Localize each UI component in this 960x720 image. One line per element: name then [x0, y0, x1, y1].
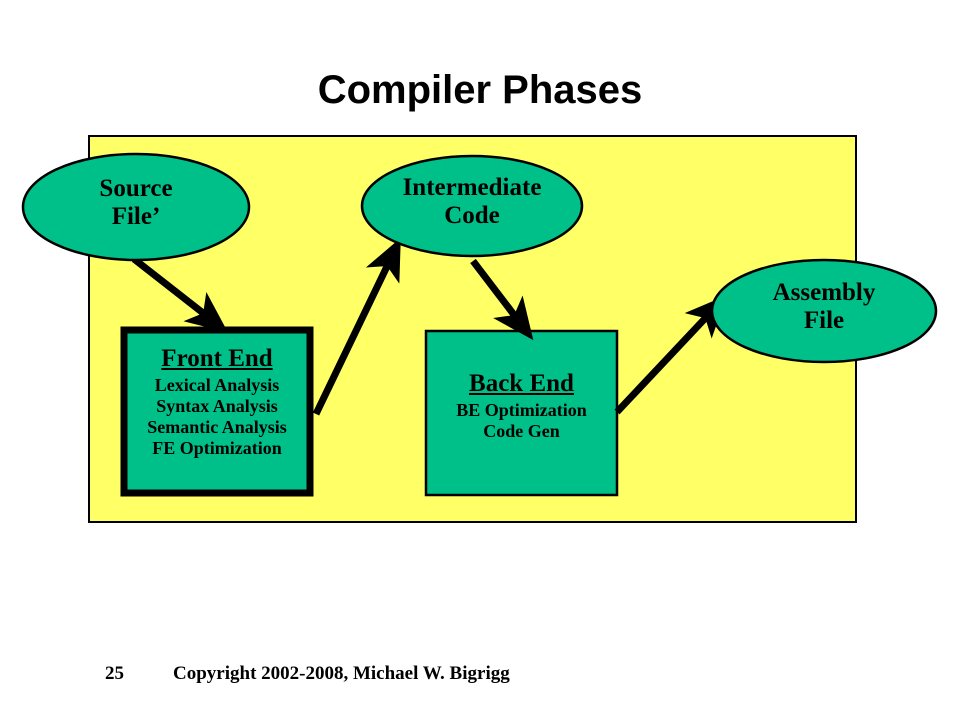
- arrow-source-to-front-end: [131, 256, 228, 333]
- page-title: Compiler Phases: [317, 68, 643, 112]
- arrow-front-end-to-intermediate: [312, 237, 401, 416]
- back-end-box[interactable]: [424, 329, 619, 497]
- front-end-box[interactable]: [120, 326, 314, 497]
- arrow-intermediate-to-back-end: [470, 258, 534, 341]
- source-file-ellipse[interactable]: [21, 152, 251, 262]
- arrow-back-end-to-assembly: [614, 295, 727, 415]
- slide-footer: 25 Copyright 2002-2008, Michael W. Bigrig…: [105, 663, 510, 685]
- page-number: 25: [105, 663, 124, 684]
- assembly-file-ellipse[interactable]: [710, 258, 938, 364]
- intermediate-code-ellipse[interactable]: [360, 154, 584, 258]
- copyright-notice: Copyright 2002-2008, Michael W. Bigrigg: [173, 663, 510, 684]
